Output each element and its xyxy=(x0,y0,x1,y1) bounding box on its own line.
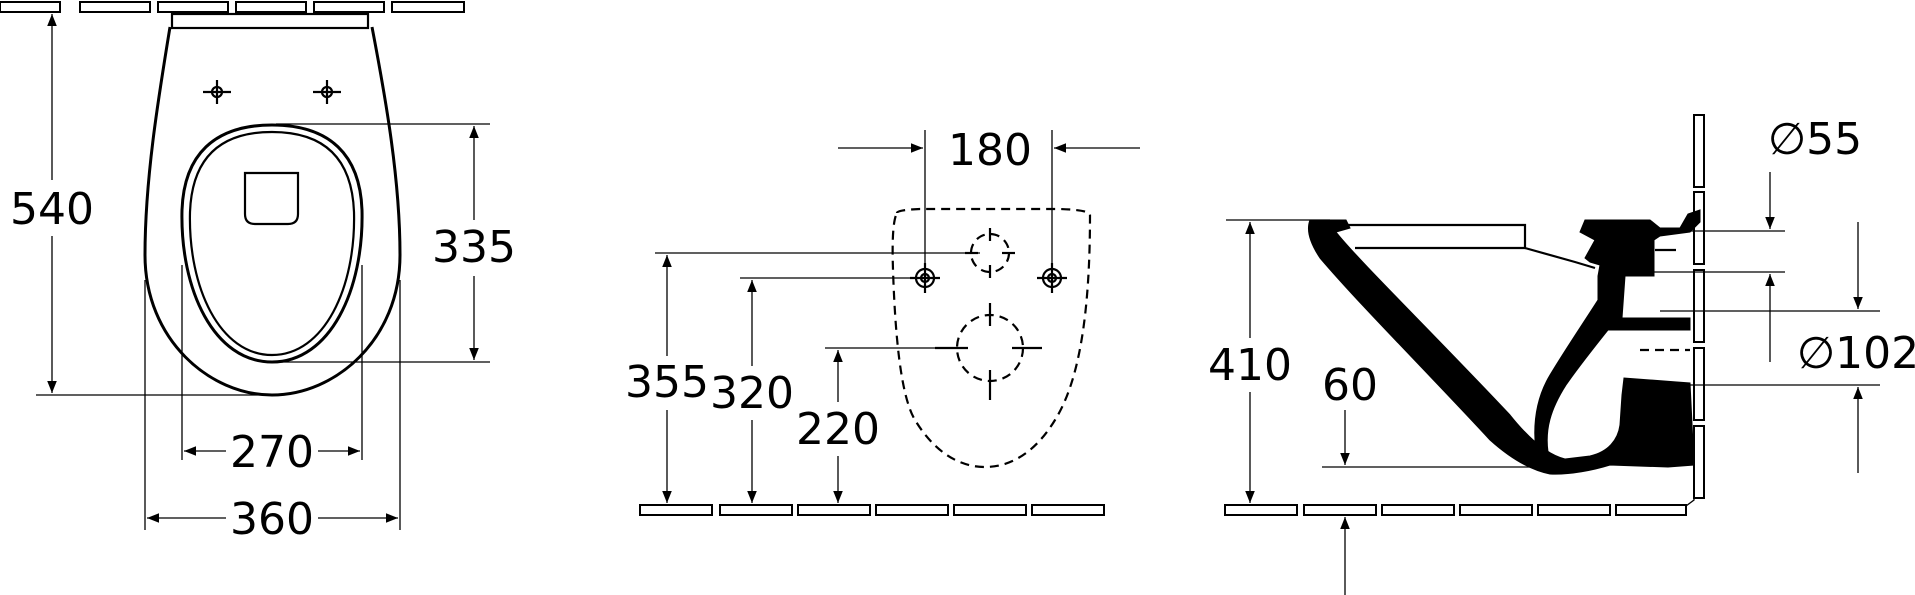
side-view: 410 60 ∅55 ∅102 xyxy=(1208,114,1915,595)
dim-label-410: 410 xyxy=(1208,340,1292,391)
floor-strip-middle xyxy=(639,504,1105,516)
seat-outer xyxy=(180,123,364,364)
mounting-view: 180 355 320 220 xyxy=(625,125,1140,516)
bowl-top-plate xyxy=(170,12,370,30)
wall-strip-top xyxy=(0,1,465,13)
dim-label-360: 360 xyxy=(230,494,314,545)
dim-label-220: 220 xyxy=(796,404,880,455)
bowl-profile xyxy=(1307,219,1695,475)
bowl-footprint-dashed xyxy=(891,207,1092,469)
dim-label-320: 320 xyxy=(710,368,794,419)
dim-label-60: 60 xyxy=(1322,360,1378,411)
inlet-spigot xyxy=(1624,234,1650,274)
dim-label-270: 270 xyxy=(230,427,314,478)
dim-label-355: 355 xyxy=(625,357,709,408)
rim-top xyxy=(1346,223,1527,250)
dim-label-d55: ∅55 xyxy=(1768,114,1862,165)
dim-label-335: 335 xyxy=(432,222,516,273)
front-view: 540 335 270 360 xyxy=(0,1,518,546)
outlet-trap xyxy=(1534,209,1701,453)
fixing-mark-left xyxy=(203,80,231,104)
outlet-position xyxy=(935,303,1042,400)
floor-strip-side xyxy=(1224,504,1687,516)
dim-label-180: 180 xyxy=(948,125,1032,176)
flush-opening xyxy=(243,171,300,226)
wall-strip-side xyxy=(1685,114,1705,507)
bolt-right xyxy=(1037,263,1067,293)
dim-label-540: 540 xyxy=(10,184,94,235)
dim-label-d102: ∅102 xyxy=(1797,328,1915,379)
seat-inner xyxy=(188,130,356,357)
fixing-mark-right xyxy=(313,80,341,104)
